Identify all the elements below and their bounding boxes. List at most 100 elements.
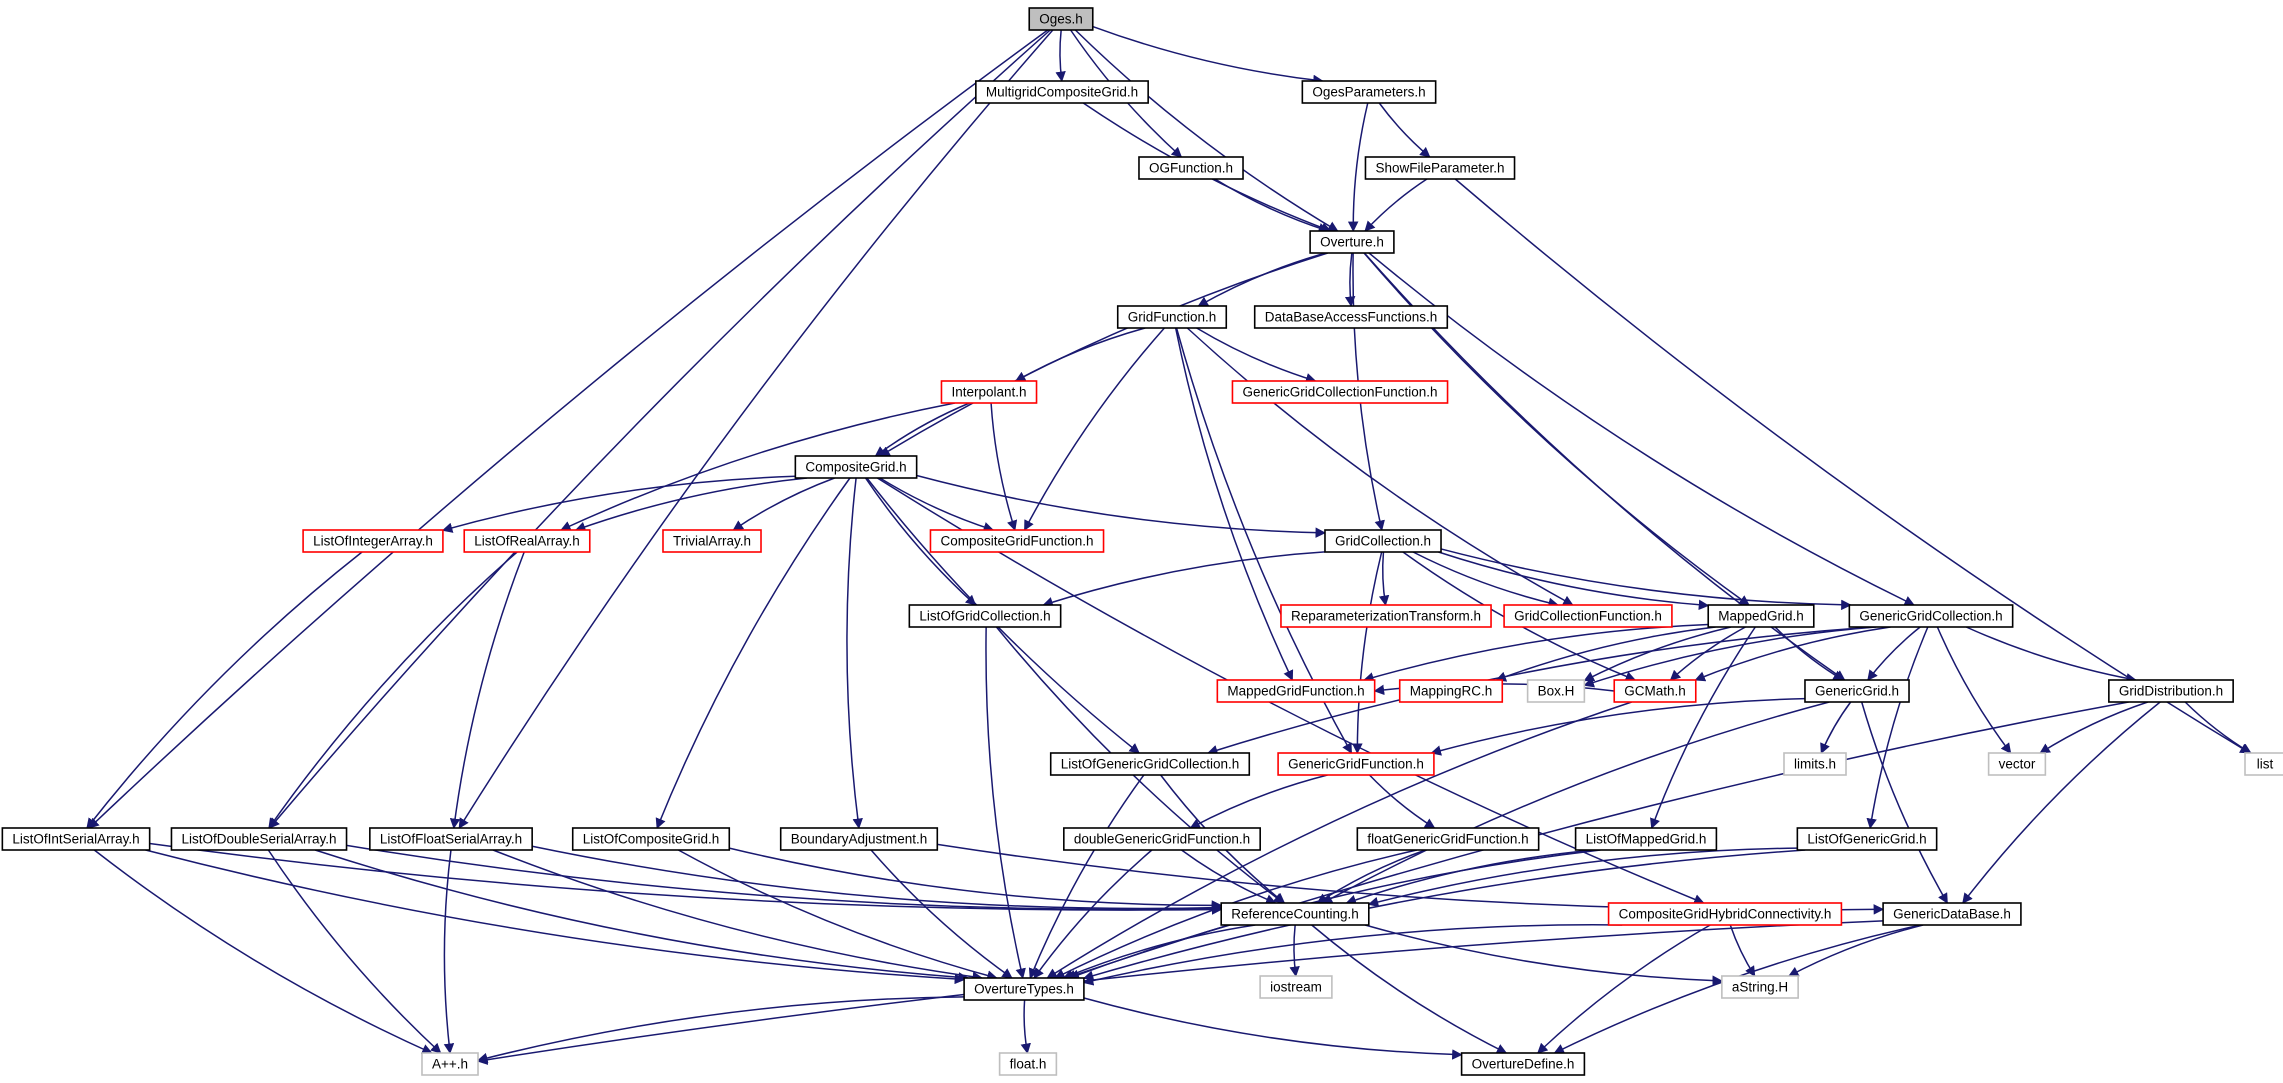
node-boundaryadjustment-h[interactable]: BoundaryAdjustment.h [779, 827, 939, 851]
edge-line [1962, 701, 2161, 904]
node-genericgrid-h[interactable]: GenericGrid.h [1804, 679, 1910, 703]
node-compositegrid-h[interactable]: CompositeGrid.h [794, 455, 918, 479]
node-referencecounting-h[interactable]: ReferenceCounting.h [1220, 902, 1370, 926]
node-a-h[interactable]: A++.h [421, 1052, 479, 1076]
node-box [1220, 902, 1370, 926]
node-label: GridDistribution.h [2119, 684, 2223, 699]
node-label: MappedGridFunction.h [1227, 684, 1364, 699]
node-ogfunction-h[interactable]: OGFunction.h [1138, 156, 1244, 180]
node-box [2108, 679, 2234, 703]
node-trivialarray-h[interactable]: TrivialArray.h [662, 529, 762, 553]
edge-listgridcoll-to-overturetypes [985, 626, 1026, 980]
node-list[interactable]: list [2244, 752, 2283, 776]
node-doublegenericgridfunction-h[interactable]: doubleGenericGridFunction.h [1063, 827, 1261, 851]
node-oges-h[interactable]: Oges.h [1028, 7, 1094, 31]
node-mappingrc-h[interactable]: MappingRC.h [1398, 679, 1504, 703]
node-genericgridcollectionfunction-h[interactable]: GenericGridCollectionFunction.h [1231, 380, 1449, 404]
node-listofintserialarray-h[interactable]: ListOfIntSerialArray.h [1, 827, 151, 851]
node-overture-h[interactable]: Overture.h [1309, 230, 1395, 254]
node-vector[interactable]: vector [1987, 752, 2047, 776]
edge-line [655, 477, 851, 829]
node-label: CompositeGridHybridConnectivity.h [1619, 907, 1832, 922]
edge-ggcollection-to-griddist [1965, 626, 2137, 684]
edge-line [1860, 701, 1948, 904]
node-box [1309, 230, 1395, 254]
node-floatgenericgridfunction-h[interactable]: floatGenericGridFunction.h [1356, 827, 1540, 851]
node-genericdatabase-h[interactable]: GenericDataBase.h [1882, 902, 2022, 926]
node-label: float.h [1010, 1057, 1047, 1072]
edge-listmappedgrid-to-overturetypes [1068, 849, 1601, 980]
node-multigridcompositegrid-h[interactable]: MultigridCompositeGrid.h [975, 80, 1149, 104]
edge-cghybrid-to-overturetypes [1082, 924, 1623, 986]
node-showfileparameter-h[interactable]: ShowFileParameter.h [1364, 156, 1516, 180]
node-mappedgridfunction-h[interactable]: MappedGridFunction.h [1216, 679, 1376, 703]
node-astring-h[interactable]: aString.H [1721, 975, 1799, 999]
node-iostream[interactable]: iostream [1259, 975, 1333, 999]
node-mappedgrid-h[interactable]: MappedGrid.h [1707, 604, 1815, 628]
edge-overturetypes-to-overturedefine [1083, 997, 1463, 1060]
node-box [1253, 305, 1449, 329]
node-box [1398, 679, 1504, 703]
edge-line [916, 474, 1327, 538]
node-gridcollectionfunction-h[interactable]: GridCollectionFunction.h [1503, 604, 1673, 628]
node-gridcollection-h[interactable]: GridCollection.h [1324, 529, 1442, 553]
node-interpolant-h[interactable]: Interpolant.h [940, 380, 1038, 404]
edge-gridfunction-to-cgfunction [1023, 327, 1165, 531]
node-databaseaccessfunctions-h[interactable]: DataBaseAccessFunctions.h [1253, 305, 1449, 329]
edge-gridcollection-to-gcfunction [1412, 551, 1559, 608]
edge-line [1023, 327, 1165, 531]
edge-gcmath-to-overturetypes [1046, 701, 1632, 979]
edge-refcount-to-astring [1364, 924, 1723, 986]
edge-line [1368, 774, 1436, 829]
node-listofcompositegrid-h[interactable]: ListOfCompositeGrid.h [571, 827, 731, 851]
node-genericgridfunction-h[interactable]: GenericGridFunction.h [1277, 752, 1435, 776]
node-compositegridhybridconnectivity-h[interactable]: CompositeGridHybridConnectivity.h [1607, 902, 1843, 926]
node-label: CompositeGridFunction.h [940, 534, 1093, 549]
edge-refcount-to-iostream [1289, 924, 1300, 978]
edge-line [1289, 924, 1300, 978]
node-ogesparameters-h[interactable]: OgesParameters.h [1301, 80, 1437, 104]
node-genericgridcollection-h[interactable]: GenericGridCollection.h [1848, 604, 2014, 628]
edge-line [1068, 849, 1601, 980]
node-box-h[interactable]: Box.H [1526, 679, 1586, 703]
edge-line [1583, 626, 1732, 682]
node-listofintegerarray-h[interactable]: ListOfIntegerArray.h [302, 529, 444, 553]
node-listofmappedgrid-h[interactable]: ListOfMappedGrid.h [1574, 827, 1718, 851]
node-griddistribution-h[interactable]: GridDistribution.h [2108, 679, 2234, 703]
node-reparameterizationtransform-h[interactable]: ReparameterizationTransform.h [1280, 604, 1492, 628]
edge-overture-to-gridfunction [1197, 252, 1326, 307]
edge-showfile-to-overture [1364, 178, 1428, 232]
node-listofdoubleserialarray-h[interactable]: ListOfDoubleSerialArray.h [170, 827, 348, 851]
node-overturedefine-h[interactable]: OvertureDefine.h [1460, 1052, 1586, 1076]
node-gcmath-h[interactable]: GCMath.h [1613, 679, 1697, 703]
node-listoffloatserialarray-h[interactable]: ListOfFloatSerialArray.h [369, 827, 533, 851]
edge-line [1367, 847, 1798, 908]
node-listofgridcollection-h[interactable]: ListOfGridCollection.h [908, 604, 1062, 628]
edge-line [1440, 548, 1852, 611]
node-box [2244, 752, 2283, 776]
edge-mappedgrid-to-genericgrid [1774, 626, 1844, 681]
node-listofgenericgridcollection-h[interactable]: ListOfGenericGridCollection.h [1049, 752, 1251, 776]
node-limits-h[interactable]: limits.h [1783, 752, 1847, 776]
node-box [1783, 752, 1847, 776]
node-box [1796, 827, 1938, 851]
node-compositegridfunction-h[interactable]: CompositeGridFunction.h [929, 529, 1105, 553]
node-gridfunction-h[interactable]: GridFunction.h [1116, 305, 1228, 329]
edge-refcount-to-overturedefine [1311, 924, 1508, 1054]
node-overturetypes-h[interactable]: OvertureTypes.h [963, 977, 1085, 1001]
edge-listintserial-to-aplusplus [93, 849, 433, 1054]
edge-ogesparams-to-showfile [1378, 102, 1431, 158]
node-float-h[interactable]: float.h [998, 1052, 1058, 1076]
node-box [1607, 902, 1843, 926]
edge-overture-to-dbaccess [1344, 252, 1356, 308]
edge-listdoubleserial-to-aplusplus [267, 849, 442, 1054]
edge-line [267, 849, 442, 1054]
node-box [1116, 305, 1228, 329]
node-listofgenericgrid-h[interactable]: ListOfGenericGrid.h [1796, 827, 1938, 851]
node-listofrealarray-h[interactable]: ListOfRealArray.h [463, 529, 591, 553]
edge-gridfunction-to-mgfunction [1174, 327, 1294, 681]
node-box [779, 827, 939, 851]
node-label: GenericDataBase.h [1893, 907, 2011, 922]
node-box [1259, 975, 1333, 999]
